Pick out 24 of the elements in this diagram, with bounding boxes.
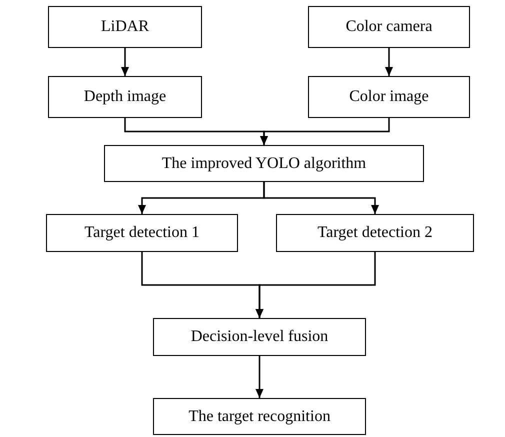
node-label: Depth image — [84, 88, 166, 106]
arrow — [260, 118, 390, 145]
process-box — [308, 6, 470, 48]
node-label: Decision-level fusion — [190, 328, 328, 346]
node-label: LiDAR — [101, 18, 149, 36]
process-box — [308, 76, 470, 118]
process-box — [153, 398, 366, 435]
node-label: The improved YOLO algorithm — [162, 154, 366, 172]
arrow — [385, 48, 393, 76]
arrow — [256, 252, 376, 318]
process-box — [153, 318, 366, 356]
node-label: Target detection 1 — [84, 224, 200, 242]
process-box — [48, 6, 202, 48]
node-label: Color camera — [346, 18, 432, 36]
node-label: The target recognition — [188, 408, 330, 426]
process-box — [48, 76, 202, 118]
node-label: Color image — [349, 88, 429, 106]
arrow — [263, 182, 379, 214]
arrow — [121, 48, 129, 76]
process-box — [104, 145, 424, 182]
process-box — [276, 214, 474, 252]
node-label: Target detection 2 — [318, 224, 432, 242]
process-box — [46, 214, 238, 252]
arrow — [256, 356, 264, 398]
